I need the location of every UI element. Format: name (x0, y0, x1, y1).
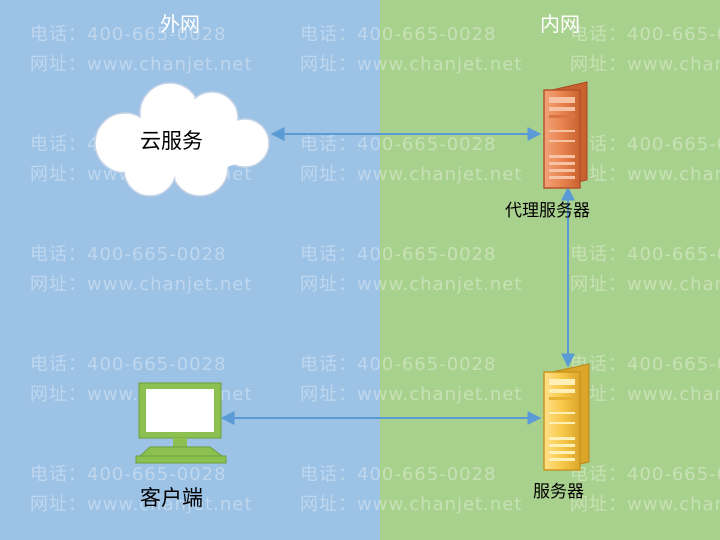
watermark-phone-text: 电话：400-665-0028 (300, 464, 497, 485)
watermark-phone-text: 电话：400-665-0028 (30, 464, 227, 485)
watermark-site-text: 网址：www.chanjet.net (570, 164, 720, 185)
watermark-site-text: 网址：www.chanjet.net (30, 54, 253, 75)
watermark-phone-text: 电话：400-665-0028 (30, 24, 227, 45)
watermark-site-text: 网址：www.chanjet.net (300, 164, 523, 185)
watermark-site-text: 网址：www.chanjet.net (570, 494, 720, 515)
external-network-title: 外网 (160, 12, 200, 36)
internal-network-title: 内网 (540, 12, 580, 36)
watermark-site-text: 网址：www.chanjet.net (570, 384, 720, 405)
server-label: 服务器 (533, 482, 584, 502)
watermark-phone-text: 电话：400-665-0028 (570, 354, 720, 375)
monitor-icon (135, 382, 227, 464)
watermark-site-text: 网址：www.chanjet.net (300, 274, 523, 295)
watermark-site-text: 网址：www.chanjet.net (30, 494, 253, 515)
watermark-site-text: 网址：www.chanjet.net (570, 54, 720, 75)
proxy-server-label: 代理服务器 (505, 201, 590, 221)
watermark-phone-text: 电话：400-665-0028 (30, 354, 227, 375)
watermark-phone-text: 电话：400-665-0028 (570, 134, 720, 155)
cloud-service-label: 云服务 (140, 129, 203, 153)
watermark-site-text: 网址：www.chanjet.net (30, 274, 253, 295)
watermark-phone-text: 电话：400-665-0028 (570, 24, 720, 45)
watermark-site-text: 网址：www.chanjet.net (300, 494, 523, 515)
watermark-phone-text: 电话：400-665-0028 (570, 464, 720, 485)
watermark-site-text: 网址：www.chanjet.net (570, 274, 720, 295)
cloud-icon (94, 82, 270, 197)
client-label: 客户端 (140, 486, 203, 510)
watermark-phone-text: 电话：400-665-0028 (300, 354, 497, 375)
watermark-phone-text: 电话：400-665-0028 (300, 24, 497, 45)
watermark-site-text: 网址：www.chanjet.net (300, 54, 523, 75)
watermark-phone-text: 电话：400-665-0028 (570, 244, 720, 265)
watermark-site-text: 网址：www.chanjet.net (300, 384, 523, 405)
proxy-server-icon (543, 81, 588, 189)
watermark-phone-text: 电话：400-665-0028 (30, 244, 227, 265)
server-icon (543, 363, 590, 471)
watermark-phone-text: 电话：400-665-0028 (300, 244, 497, 265)
